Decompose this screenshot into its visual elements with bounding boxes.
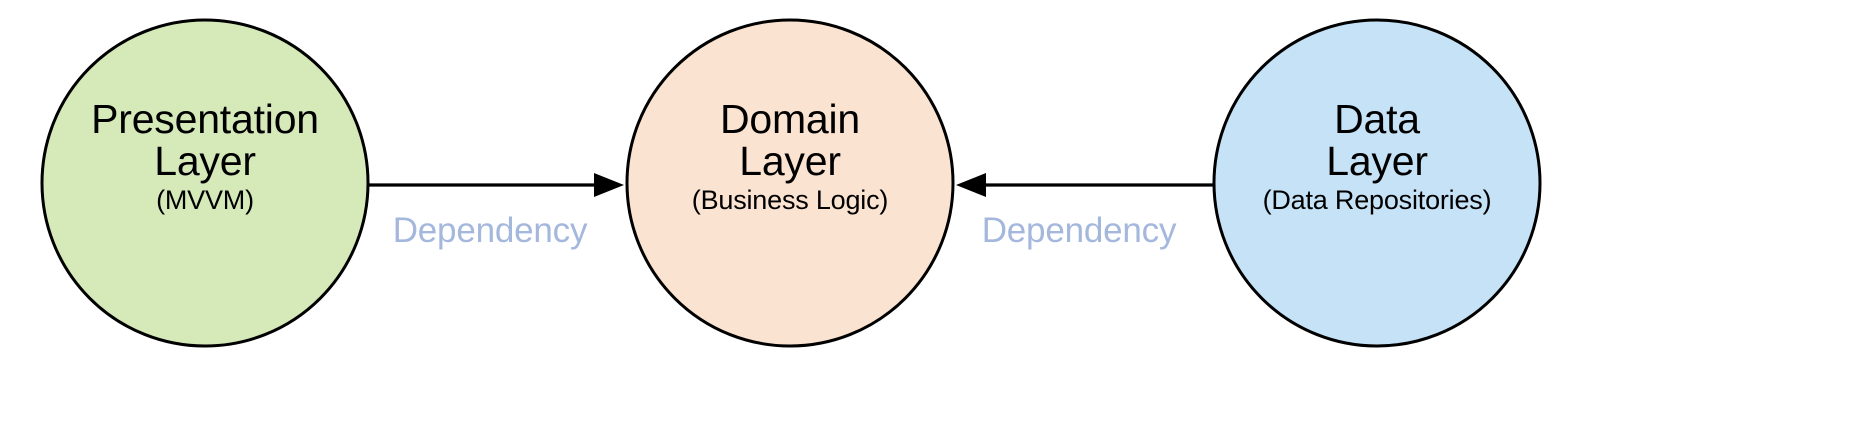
edge-label-dependency-left: Dependency bbox=[392, 211, 588, 250]
node-circle-presentation-layer[interactable] bbox=[40, 18, 370, 348]
edge-presentation-to-domain bbox=[368, 173, 624, 197]
edge-data-to-domain bbox=[956, 173, 1214, 197]
node-circle-data-layer[interactable] bbox=[1212, 18, 1542, 348]
node-circle-domain-layer[interactable] bbox=[625, 18, 955, 348]
arrow-head-into-domain-right bbox=[956, 173, 986, 197]
arrow-head-into-domain-left bbox=[594, 173, 624, 197]
edge-label-dependency-right: Dependency bbox=[981, 211, 1177, 250]
